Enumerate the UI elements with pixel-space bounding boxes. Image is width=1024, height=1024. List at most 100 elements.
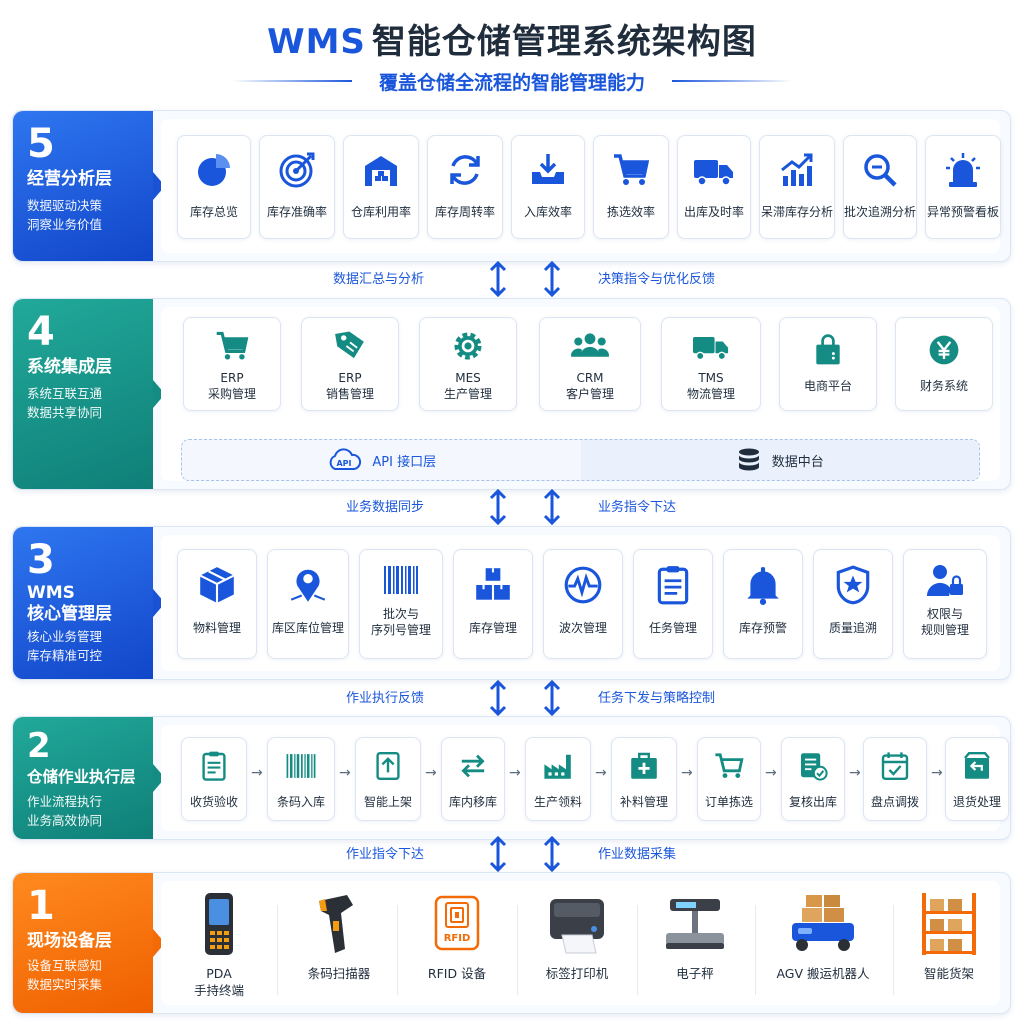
- card-inventory-alert[interactable]: 库存预警: [723, 549, 803, 659]
- connector-2-1: 作业指令下达 作业数据采集: [0, 832, 1024, 876]
- card-label: 任务管理: [648, 621, 697, 635]
- card-barcode-inbound[interactable]: 条码入库: [267, 737, 335, 821]
- shopping-cart-icon: [715, 753, 744, 778]
- user-lock-icon: [926, 565, 963, 596]
- subtitle-divider-right: [672, 80, 792, 82]
- shopping-cart-icon: [216, 331, 249, 360]
- card-location-management[interactable]: 库区库位管理: [267, 549, 349, 659]
- layer-1-badge: 1 现场设备层 设备互联感知数据实时采集: [13, 873, 165, 1013]
- card-label: 盘点调拨: [870, 795, 919, 809]
- calendar-check-icon: [881, 752, 909, 780]
- device-label: AGV 搬运机器人: [776, 966, 870, 981]
- clipboard-list-icon: [657, 566, 689, 605]
- device-electronic-scale[interactable]: 电子秤: [645, 891, 745, 982]
- divider: [397, 905, 398, 995]
- device-label-printer[interactable]: 标签打印机: [527, 891, 627, 982]
- card-stocktake-transfer[interactable]: 盘点调拨: [863, 737, 927, 821]
- box-icon: [199, 567, 235, 603]
- yen-coin-icon: [929, 335, 959, 365]
- card-label: 电商平台: [803, 379, 852, 393]
- card-permission-rules[interactable]: 权限与 规则管理: [903, 549, 987, 659]
- card-internal-transfer[interactable]: 库内移库: [441, 737, 505, 821]
- layer-name: 现场设备层: [27, 931, 112, 951]
- card-replenishment[interactable]: 补料管理: [611, 737, 677, 821]
- agv-robot-icon: [792, 895, 854, 951]
- medical-box-icon: [631, 752, 657, 779]
- siren-icon: [946, 153, 980, 187]
- card-mes-production[interactable]: MES 生产管理: [419, 317, 517, 411]
- card-production-picking[interactable]: 生产领料: [525, 737, 591, 821]
- card-ecommerce-platform[interactable]: 电商平台: [779, 317, 877, 411]
- card-outbound-timeliness[interactable]: 出库及时率: [677, 135, 751, 239]
- layer-desc: 作业流程执行业务高效协同: [27, 792, 139, 830]
- card-warehouse-utilization[interactable]: 仓库利用率: [343, 135, 419, 239]
- card-smart-putaway[interactable]: 智能上架: [355, 737, 421, 821]
- wave-icon: [564, 566, 602, 604]
- card-quality-trace[interactable]: 质量追溯: [813, 549, 893, 659]
- layer-desc-line: 数据驱动决策: [27, 198, 103, 213]
- card-finance-system[interactable]: 财务系统: [895, 317, 993, 411]
- card-label: MES: [455, 371, 481, 385]
- card-batch-serial-management[interactable]: 批次与 序列号管理: [359, 549, 443, 659]
- card-review-outbound[interactable]: 复核出库: [781, 737, 845, 821]
- device-smart-shelf[interactable]: 智能货架: [899, 891, 999, 982]
- device-pda[interactable]: PDA 手持终端: [169, 891, 269, 999]
- card-label: 生产管理: [443, 387, 492, 401]
- card-label: ERP: [338, 371, 362, 385]
- card-batch-trace-analysis[interactable]: 批次追溯分析: [843, 135, 917, 239]
- api-layer-label: API 接口层: [372, 454, 437, 470]
- card-erp-purchase[interactable]: ERP 采购管理: [183, 317, 281, 411]
- card-alert-dashboard[interactable]: 异常预警看板: [925, 135, 1001, 239]
- card-picking-efficiency[interactable]: 拣选效率: [593, 135, 669, 239]
- card-label: 销售管理: [325, 387, 374, 401]
- card-task-management[interactable]: 任务管理: [633, 549, 713, 659]
- card-label: 库存管理: [468, 621, 517, 635]
- card-crm-customer[interactable]: CRM 客户管理: [539, 317, 641, 411]
- card-inventory-management[interactable]: 库存管理: [453, 549, 533, 659]
- device-barcode-scanner[interactable]: 条码扫描器: [289, 891, 389, 982]
- api-data-bar: API API 接口层 数据中台: [181, 439, 980, 481]
- swap-arrows-icon: [461, 754, 485, 778]
- layer-desc: 设备互联感知数据实时采集: [27, 956, 139, 994]
- card-label: 退货处理: [952, 795, 1001, 809]
- layer-2-badge: 2 仓储作业执行层 作业流程执行业务高效协同: [13, 717, 165, 839]
- card-inbound-efficiency[interactable]: 入库效率: [511, 135, 585, 239]
- card-inventory-turnover[interactable]: 库存周转率: [427, 135, 503, 239]
- step-arrow: →: [251, 765, 263, 781]
- card-slow-moving-analysis[interactable]: 呆滞库存分析: [759, 135, 835, 239]
- device-label: PDA: [206, 966, 232, 981]
- layer-desc-line: 系统互联互通: [27, 386, 103, 401]
- layer-name-line: 核心管理层: [27, 604, 112, 624]
- api-icon-text: API: [337, 459, 352, 468]
- double-arrow-icon: [489, 260, 507, 298]
- card-return-processing[interactable]: 退货处理: [945, 737, 1009, 821]
- card-label: 拣选效率: [606, 205, 655, 219]
- connector-left-text: 数据汇总与分析: [332, 272, 424, 287]
- api-layer[interactable]: API API 接口层: [182, 440, 581, 480]
- card-inventory-accuracy[interactable]: 库存准确率: [259, 135, 335, 239]
- card-receiving[interactable]: 收货验收: [181, 737, 247, 821]
- data-middle-platform[interactable]: 数据中台: [580, 440, 979, 480]
- card-tms-logistics[interactable]: TMS 物流管理: [661, 317, 761, 411]
- shield-star-icon: [836, 565, 870, 605]
- card-material-management[interactable]: 物料管理: [177, 549, 257, 659]
- device-agv-robot[interactable]: AGV 搬运机器人: [761, 891, 885, 982]
- pie-chart-icon: [198, 154, 230, 186]
- card-inventory-overview[interactable]: 库存总览: [177, 135, 251, 239]
- target-icon: [279, 152, 315, 188]
- step-arrow: →: [931, 765, 943, 781]
- layer-5-badge: 5 经营分析层 数据驱动决策洞察业务价值: [13, 111, 165, 261]
- card-wave-management[interactable]: 波次管理: [543, 549, 623, 659]
- card-erp-sales[interactable]: ERP 销售管理: [301, 317, 399, 411]
- card-order-picking[interactable]: 订单拣选: [697, 737, 761, 821]
- connector-left-text: 作业执行反馈: [345, 691, 424, 706]
- divider: [893, 905, 894, 995]
- layer-desc-line: 库存精准可控: [27, 648, 103, 663]
- connector-right-text: 任务下发与策略控制: [598, 691, 716, 706]
- layer-5-panel: 库存总览 库存准确率 仓库利用率 库存周转率 入库效率 拣选效率 出库及时率: [161, 119, 1001, 253]
- device-rfid[interactable]: RFID RFID 设备: [407, 891, 507, 982]
- card-label: TMS: [698, 371, 724, 385]
- step-arrow: →: [509, 765, 521, 781]
- layer-desc-line: 数据共享协同: [27, 405, 103, 420]
